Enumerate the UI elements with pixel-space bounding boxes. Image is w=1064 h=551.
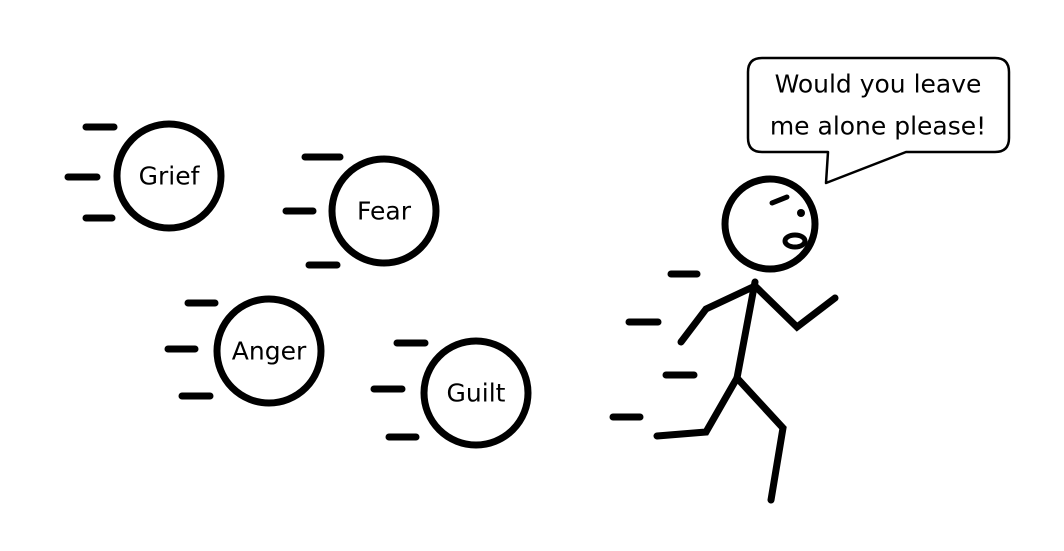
emotion-circle — [113, 120, 225, 232]
emotion-anger: Anger — [164, 295, 325, 407]
emotion-fear: Fear — [282, 153, 440, 269]
figure-back-arm — [677, 282, 759, 346]
speech-bubble-outline — [746, 56, 1011, 185]
figure-front-leg — [733, 374, 787, 504]
emotion-label-grief: Grief — [139, 162, 201, 191]
emotion-circle — [420, 337, 532, 449]
emotion-circle — [328, 155, 440, 267]
figure-eyebrow — [769, 194, 790, 206]
speech-line-1: Would you leave — [775, 70, 982, 99]
emotion-label-anger: Anger — [232, 337, 307, 366]
emotion-grief: Grief — [64, 120, 225, 232]
figure-eye — [797, 209, 805, 217]
stick-figure — [609, 175, 839, 504]
speech-line-2: me alone please! — [770, 112, 986, 141]
emotion-label-guilt: Guilt — [447, 379, 506, 408]
figure-back-leg — [653, 374, 741, 440]
figure-mouth — [782, 232, 808, 250]
speech-bubble: Would you leave me alone please! — [746, 56, 1011, 185]
emotion-guilt: Guilt — [370, 337, 532, 449]
emotion-label-fear: Fear — [357, 197, 412, 226]
figure-torso — [733, 278, 759, 382]
figure-head — [721, 175, 819, 273]
emotion-circle — [213, 295, 325, 407]
figure-front-arm — [751, 282, 839, 332]
